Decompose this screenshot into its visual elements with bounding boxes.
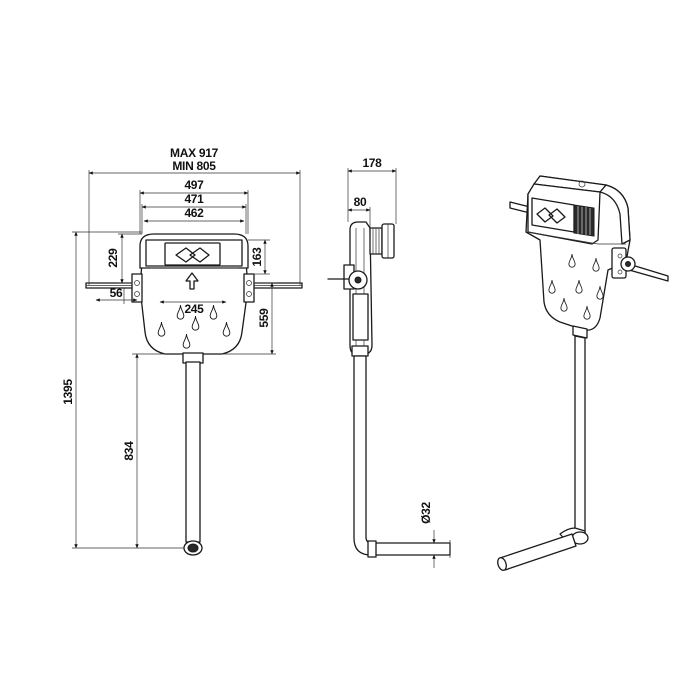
dim-497: 497 [184,178,204,192]
left-bracket [131,273,143,303]
side-view [327,221,451,558]
side-valve-threads [372,228,380,254]
iso-horizontal-pipe [499,533,577,571]
arrow-up-icon [185,272,199,290]
side-dimensions: 178 80 Ø32 [347,156,436,568]
iso-pipe-outlet [497,557,507,571]
dim-56: 56 [110,286,123,300]
dim-1395: 1395 [61,379,75,405]
dim-163: 163 [250,247,264,267]
side-flush-pipe [353,355,451,556]
dim-245: 245 [184,302,204,316]
iso-flush-logo-icon [536,207,566,224]
right-bracket [243,273,255,303]
flush-logo-icon [175,247,210,263]
isometric-view [497,175,669,571]
dim-559: 559 [257,308,271,328]
iso-flush-pipe [574,335,586,537]
flush-pipe [185,361,201,543]
dim-834: 834 [122,441,136,461]
dim-diameter-32: Ø32 [419,501,433,523]
dim-min: MIN 805 [172,159,216,173]
dim-178: 178 [362,156,382,170]
iso-ribs [573,204,595,237]
dim-80: 80 [354,195,367,209]
dim-max: MAX 917 [170,146,219,160]
front-view [85,233,303,556]
dim-462: 462 [184,206,204,220]
dim-471: 471 [184,192,204,206]
front-dimensions: MAX 917 MIN 805 497 471 462 229 163 56 2… [61,146,301,549]
dim-229: 229 [106,248,120,268]
